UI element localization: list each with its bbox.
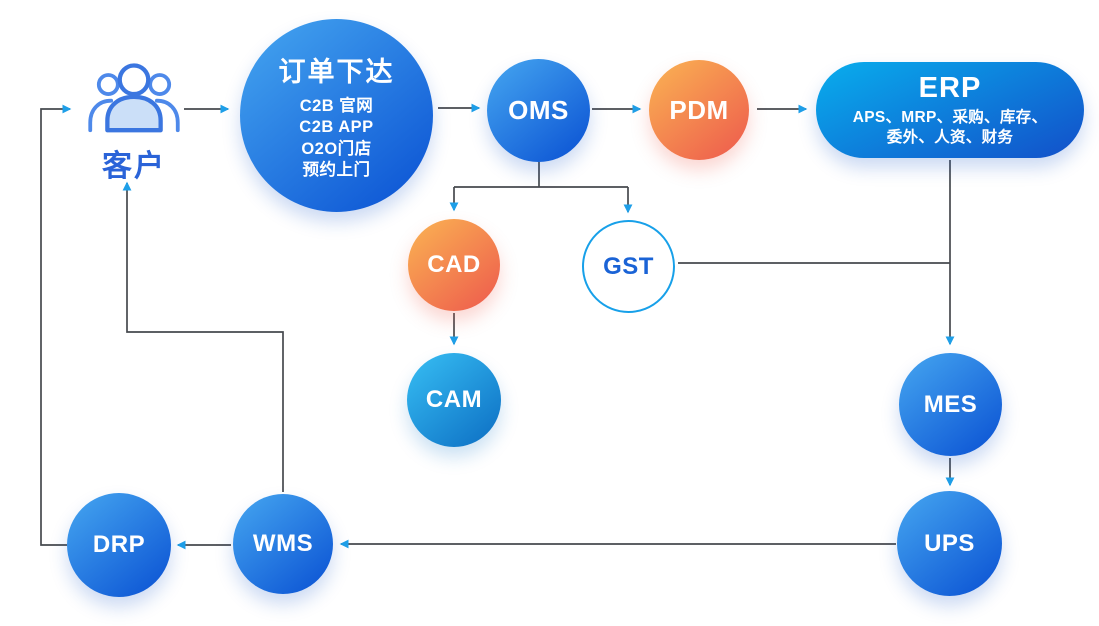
customer-label: 客户 — [102, 150, 166, 183]
order-channel: C2B 官网 — [299, 96, 374, 115]
node-pdm: PDM — [649, 60, 749, 160]
node-wms-label: WMS — [252, 530, 314, 557]
node-ups: UPS — [897, 491, 1002, 596]
order-channel: 预约上门 — [302, 161, 371, 179]
node-mes: MES — [899, 353, 1002, 456]
node-order: 订单下达 C2B 官网 C2B APP O2O门店 预约上门 — [240, 19, 433, 212]
customers-icon — [88, 63, 180, 133]
node-cad-label: CAD — [427, 251, 481, 278]
node-cam: CAM — [407, 353, 501, 447]
node-cad: CAD — [408, 219, 500, 311]
node-mes-label: MES — [923, 390, 978, 418]
order-title: 订单下达 — [278, 56, 395, 87]
node-cam-label: CAM — [425, 386, 483, 413]
node-oms-label: OMS — [508, 95, 569, 125]
node-customer: 客户 — [86, 56, 182, 185]
node-wms: WMS — [233, 494, 333, 594]
edge-wms-to-customer — [122, 181, 284, 492]
edge-drp-to-customer — [40, 104, 72, 546]
order-channel: C2B APP — [299, 118, 374, 136]
order-channel: O2O门店 — [301, 139, 372, 158]
erp-modules: 委外、人资、财务 — [886, 129, 1014, 146]
node-gst-label: GST — [603, 252, 654, 280]
node-erp: ERP APS、MRP、采购、库存、 委外、人资、财务 — [816, 62, 1084, 158]
node-drp-label: DRP — [92, 531, 146, 558]
node-pdm-label: PDM — [669, 94, 729, 125]
node-ups-label: UPS — [924, 529, 975, 557]
node-oms: OMS — [487, 59, 590, 162]
erp-modules: APS、MRP、采购、库存、 — [852, 109, 1048, 126]
erp-title: ERP — [918, 72, 982, 104]
node-gst: GST — [582, 220, 675, 313]
node-drp: DRP — [67, 493, 171, 597]
